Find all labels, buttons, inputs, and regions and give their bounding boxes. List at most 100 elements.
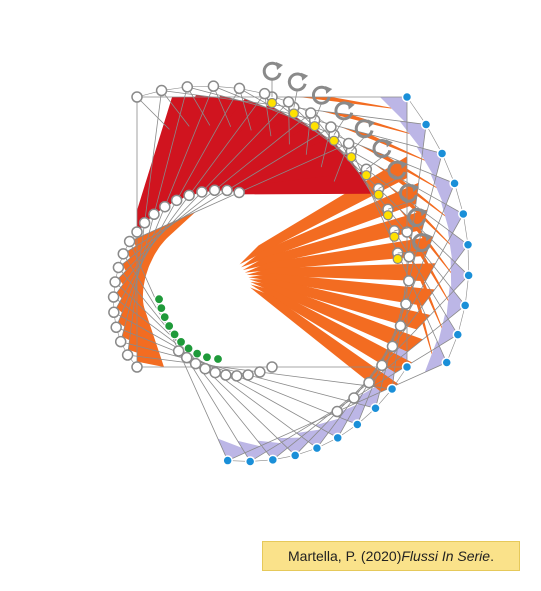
yellow-handle-point (266, 97, 278, 109)
handle-point (331, 405, 343, 418)
handle-point (199, 362, 211, 375)
handle-point (254, 366, 266, 378)
orange-band-segment (246, 263, 436, 282)
inner-guide-line (136, 96, 170, 130)
rotate-arrow-arc (354, 119, 374, 139)
handle-point (108, 306, 120, 319)
orange-band-segment (244, 236, 434, 273)
filled-segments (116, 95, 469, 462)
handle-point (121, 349, 134, 361)
orange-band-segment (241, 182, 419, 268)
yellow-handle-point (373, 189, 384, 200)
handle-point (155, 84, 168, 97)
rotate-arrow-arc (407, 208, 427, 227)
rotate-handle-icon (287, 72, 309, 108)
handle-point (282, 96, 295, 108)
yellow-handle-point (389, 231, 400, 242)
orange-band-segment (127, 203, 207, 275)
handle-point (209, 366, 222, 379)
handle-point (117, 248, 130, 260)
blue-handle-point (352, 419, 363, 430)
rotate-handle-icon (397, 233, 433, 254)
handle-point (109, 276, 121, 288)
blue-handle-point (441, 357, 452, 368)
red-band-segment (222, 154, 361, 193)
rotate-handle-icon (351, 119, 376, 152)
handle-point (114, 335, 127, 348)
rotate-arrow-head (276, 62, 283, 70)
handle-point (208, 184, 221, 197)
rotate-handle-stem (351, 137, 365, 152)
blue-handle-point (370, 402, 381, 414)
blue-handle-point (458, 208, 469, 220)
handle-point (394, 320, 407, 332)
handle-point (159, 200, 171, 213)
yellow-handle-point (309, 121, 320, 132)
orange-band-segment (250, 284, 413, 373)
lavender-corner-chip (237, 440, 271, 462)
lavender-corner-chip (277, 437, 313, 456)
citation-author: Martella, P. (2020) (288, 548, 402, 564)
citation-caption: Martella, P. (2020) Flussi In Serie. (262, 541, 520, 571)
rotate-handle-stem (378, 178, 397, 189)
handle-point (325, 121, 337, 133)
handle-point (180, 351, 193, 364)
rotate-handle-icon (366, 139, 393, 170)
green-handle-point (164, 320, 175, 332)
handle-point (131, 226, 143, 238)
rotate-arrow-head (420, 208, 428, 217)
handle-point (403, 275, 415, 287)
rotate-handle-icon (378, 160, 408, 189)
lavender-corner-chip (446, 286, 466, 321)
orange-band-segment (249, 279, 431, 330)
orange-band-segment (250, 287, 399, 392)
inner-guide-line (161, 90, 190, 127)
yellow-handle-point (346, 152, 357, 163)
rotate-handle-stem (333, 119, 345, 135)
handle-point (258, 87, 271, 100)
lavender-corner-chip (437, 313, 458, 348)
rotate-handle-stem (387, 201, 409, 210)
blue-handle-point (332, 432, 343, 444)
rotate-arrow-arc (387, 160, 407, 180)
green-handle-point (183, 343, 194, 354)
handle-point (220, 369, 232, 381)
handle-point (131, 361, 143, 373)
connector-line (441, 153, 455, 184)
lavender-corner-chip (430, 173, 455, 208)
yellow-handle-point (382, 210, 394, 221)
rotate-arrow-arc (398, 183, 418, 203)
rotate-arrow-head (412, 183, 420, 192)
handle-point (172, 345, 185, 357)
blue-handle-point (289, 450, 301, 461)
rotate-handle-icon (311, 85, 333, 121)
inner-guide-line (213, 85, 232, 127)
handle-point (170, 194, 183, 207)
rotate-handle-stem (314, 103, 322, 121)
handle-point (231, 370, 243, 382)
handle-point (183, 189, 195, 202)
handle-point (386, 340, 399, 353)
rotate-handle-stem (293, 90, 298, 108)
rotate-handle-icon (262, 61, 283, 97)
handle-point (138, 217, 151, 229)
orange-band-segment (242, 209, 428, 271)
rotate-arrow-arc (287, 72, 307, 92)
handle-point (110, 321, 122, 334)
rotate-arrow-head (385, 139, 393, 148)
inner-guide-line (239, 88, 252, 131)
rotate-handle-icon (394, 208, 428, 232)
rotate-handle-stem (397, 250, 422, 254)
lavender-corner-chip (333, 400, 368, 425)
green-handle-point (192, 348, 203, 359)
lavender-corner-chip (257, 440, 293, 460)
handle-point (266, 361, 278, 373)
blue-handle-point (459, 300, 471, 311)
handle-point (305, 107, 317, 119)
handle-point (112, 261, 125, 274)
rotate-arrow-head (325, 86, 333, 95)
handle-point (221, 184, 233, 197)
handle-point (348, 392, 360, 404)
green-handle-point (153, 294, 165, 305)
